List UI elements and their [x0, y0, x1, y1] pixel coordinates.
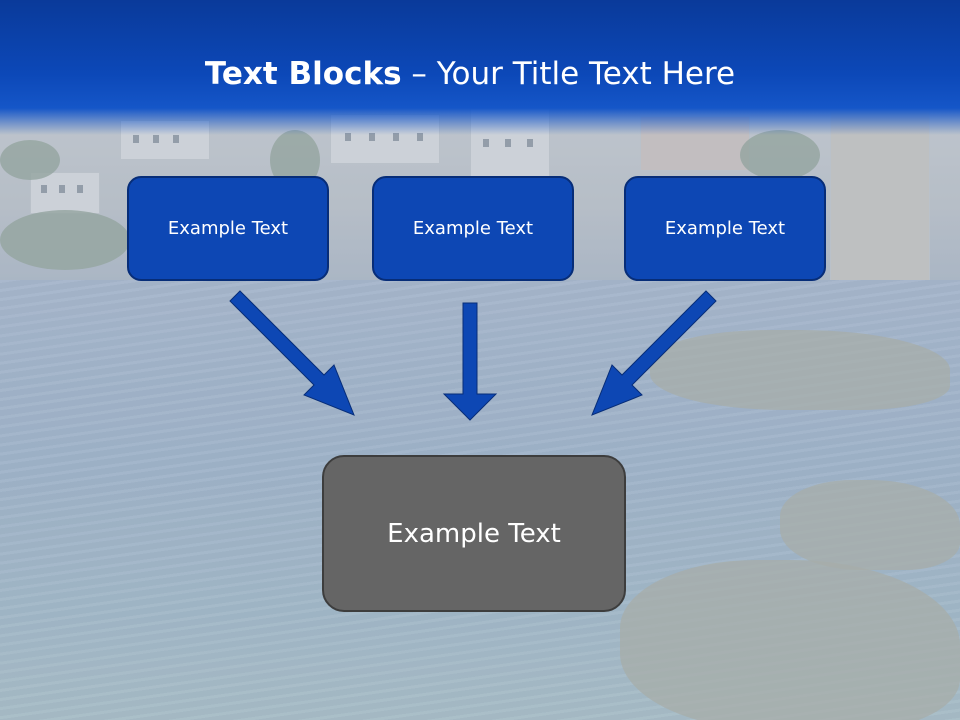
background-tower [830, 110, 930, 290]
slide-title: Text Blocks – Your Title Text Here [0, 54, 940, 94]
text-block-1[interactable]: Example Text [127, 176, 329, 281]
background-rock [780, 480, 960, 570]
text-block-2[interactable]: Example Text [372, 176, 574, 281]
title-band [0, 0, 960, 135]
text-block-label: Example Text [664, 218, 786, 239]
text-block-label: Example Text [167, 218, 289, 239]
text-block-label: Example Text [412, 218, 534, 239]
background-tree [0, 140, 60, 180]
background-tree [740, 130, 820, 180]
background-rock [620, 560, 960, 720]
text-block-3[interactable]: Example Text [624, 176, 826, 281]
slide-title-bold: Text Blocks [204, 56, 402, 92]
slide-title-rest: – Your Title Text Here [401, 56, 736, 92]
background-tree [0, 210, 130, 270]
target-block-label: Example Text [387, 518, 561, 549]
target-block[interactable]: Example Text [322, 455, 626, 612]
